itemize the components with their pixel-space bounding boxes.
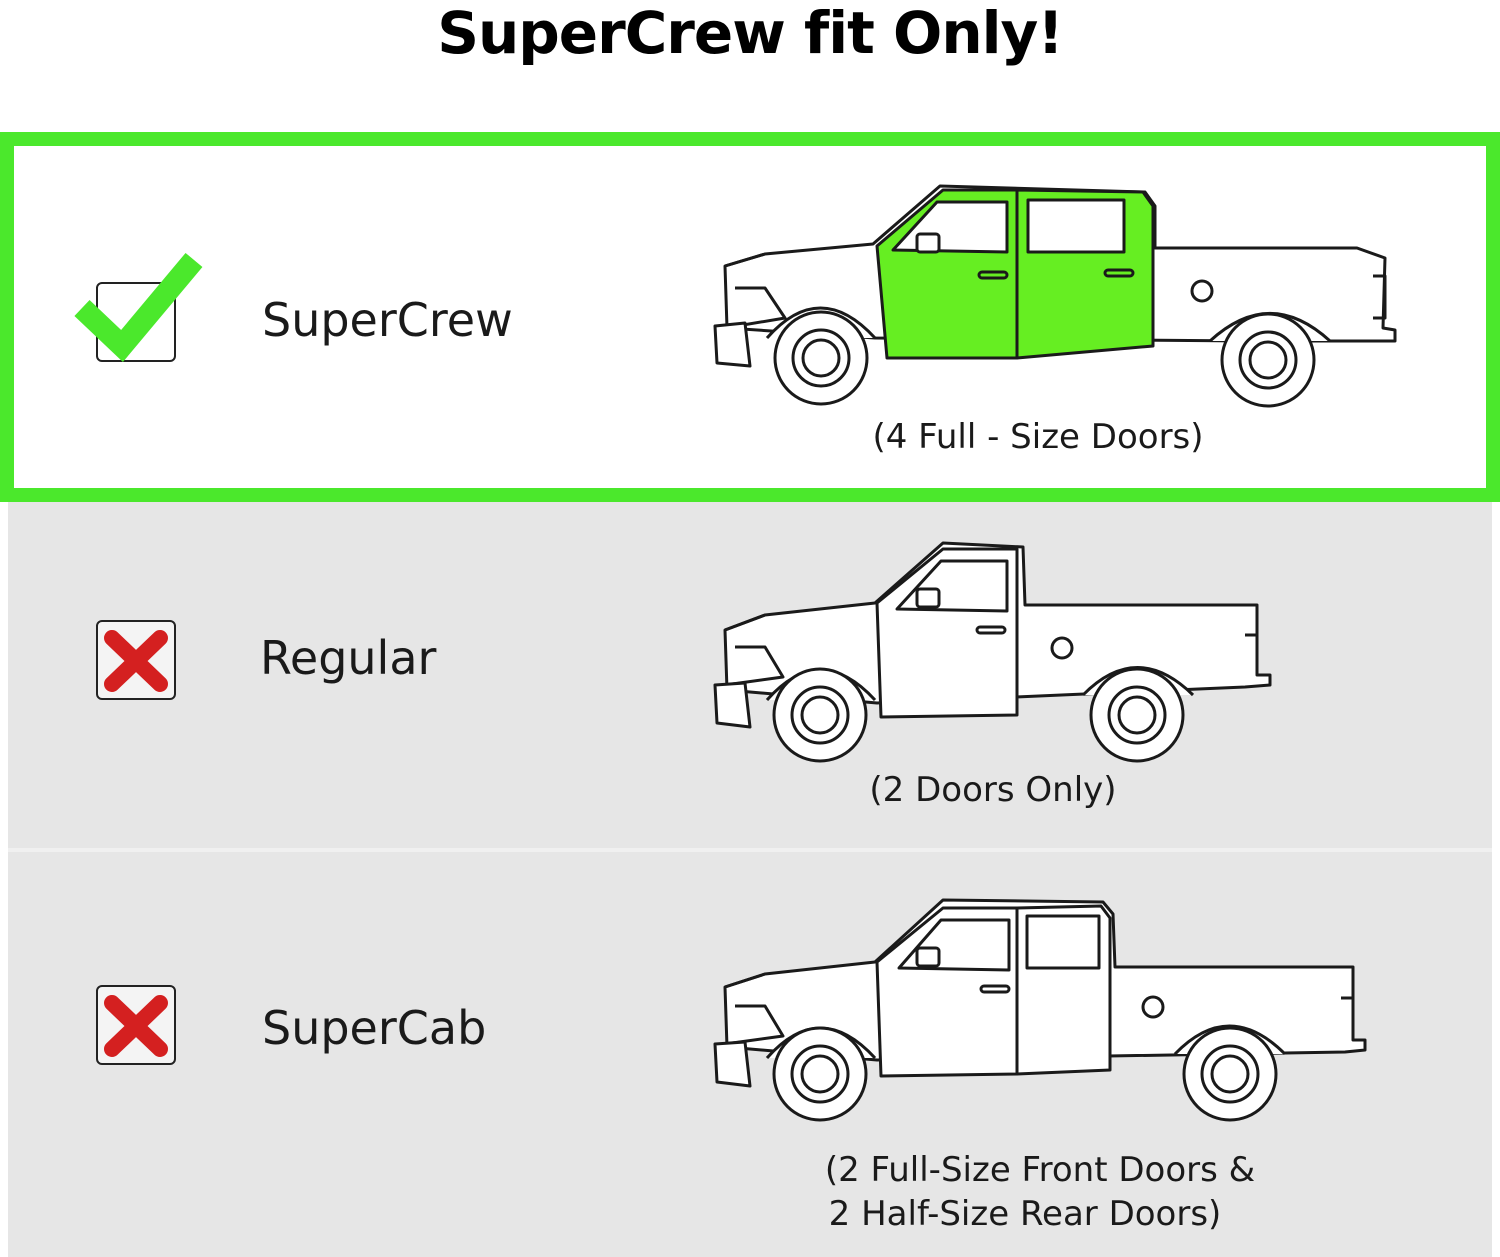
supercrew-label: SuperCrew [262, 293, 513, 347]
supercab-truck-illustration [713, 898, 1367, 1122]
regular-checkbox [96, 620, 176, 700]
supercrew-truck-illustration [713, 184, 1397, 408]
supercab-caption-line-2: 2 Half-Size Rear Doors) [828, 1194, 1222, 1234]
supercab-caption-line-1: (2 Full-Size Front Doors & [824, 1150, 1256, 1190]
regular-caption: (2 Doors Only) [869, 770, 1117, 810]
row-divider [8, 848, 1492, 852]
supercab-label: SuperCab [262, 1001, 487, 1055]
green-check-icon [74, 252, 203, 363]
supercrew-caption: (4 Full - Size Doors) [872, 417, 1204, 457]
supercab-checkbox [96, 985, 176, 1065]
red-x-icon [104, 630, 168, 692]
regular-label: Regular [260, 631, 437, 685]
page-title: SuperCrew fit Only! [437, 0, 1064, 67]
red-x-icon [104, 995, 168, 1057]
supercrew-checkbox [74, 252, 203, 363]
regular-truck-illustration [713, 541, 1272, 763]
